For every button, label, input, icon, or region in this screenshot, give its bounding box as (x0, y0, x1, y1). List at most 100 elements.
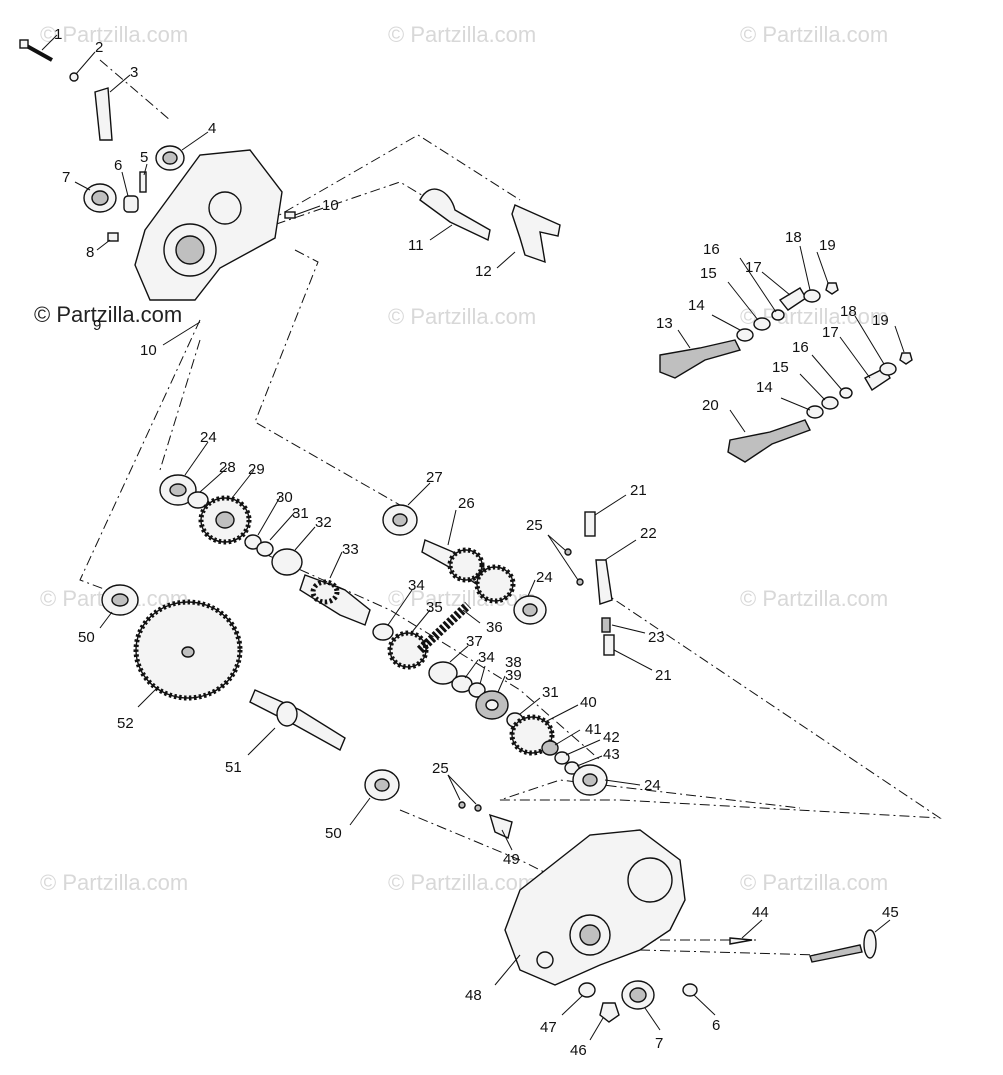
part-gear-35 (387, 630, 429, 670)
callout-5: 5 (140, 149, 148, 166)
part-bushing-6b (682, 983, 698, 997)
svg-text:© Partzilla.com: © Partzilla.com (740, 870, 888, 895)
callout-19: 19 (872, 312, 889, 329)
part-nut-19a (825, 282, 839, 295)
callout-18: 18 (785, 229, 802, 246)
part-plug-46 (599, 1002, 620, 1023)
watermark: © Partzilla.com (388, 22, 536, 47)
part-dog-39 (475, 690, 509, 720)
callout-10: 10 (140, 342, 157, 359)
callout-24: 24 (200, 429, 217, 446)
callout-7: 7 (655, 1035, 663, 1052)
callout-46: 46 (570, 1042, 587, 1059)
part-bearing-24a (159, 474, 197, 506)
watermark: © Partzilla.com (740, 870, 888, 895)
svg-text:© Partzilla.com: © Partzilla.com (40, 22, 188, 47)
callout-41: 41 (585, 721, 602, 738)
part-dipstick-45 (809, 929, 877, 963)
callout-11: 11 (408, 237, 424, 254)
part-gear-29 (198, 495, 252, 545)
part-dowel-10 (284, 211, 296, 219)
part-shift-shaft-20 (727, 419, 811, 463)
callout-29: 29 (248, 461, 265, 478)
callout-45: 45 (882, 904, 899, 921)
callout-37: 37 (466, 633, 483, 650)
part-ring-41 (541, 740, 559, 756)
callout-21: 21 (655, 667, 672, 684)
callout-17: 17 (745, 259, 762, 276)
svg-text:© Partzilla.com: © Partzilla.com (34, 302, 182, 327)
part-gear-40 (509, 714, 555, 756)
watermark: © Partzilla.com (388, 304, 536, 329)
callout-42: 42 (603, 729, 620, 746)
callout-10: 10 (322, 197, 339, 214)
callout-20: 20 (702, 397, 719, 414)
callout-15: 15 (700, 265, 717, 282)
callout-17: 17 (822, 324, 839, 341)
callout-33: 33 (342, 541, 359, 558)
callout-24: 24 (644, 777, 661, 794)
callout-14: 14 (688, 297, 705, 314)
part-plate-22 (595, 559, 613, 605)
callout-50: 50 (325, 825, 342, 842)
callout-26: 26 (458, 495, 475, 512)
watermark: © Partzilla.com (40, 870, 188, 895)
callout-24: 24 (536, 569, 553, 586)
callout-8: 8 (86, 244, 94, 261)
svg-text:© Partzilla.com: © Partzilla.com (388, 304, 536, 329)
callout-35: 35 (426, 599, 443, 616)
part-pin-25c (458, 801, 466, 809)
callout-47: 47 (540, 1019, 557, 1036)
part-spacer-32 (271, 548, 303, 576)
part-bracket-49 (488, 813, 513, 839)
watermark: © Partzilla.com (740, 22, 888, 47)
part-gear-52 (133, 599, 243, 701)
part-bearing-50b (364, 769, 400, 801)
callout-9: 9 (93, 317, 101, 334)
part-bearing-24c (572, 764, 608, 796)
part-pin-25b (576, 578, 584, 586)
part-shaft-26 (421, 539, 516, 604)
callout-4: 4 (208, 120, 216, 137)
part-detent-21b (603, 634, 615, 656)
watermark: © Partzilla.com (388, 870, 536, 895)
part-seal-4 (155, 145, 185, 171)
part-washer-38 (468, 682, 486, 698)
part-case-48 (504, 829, 686, 986)
callout-6: 6 (114, 157, 122, 174)
callout-36: 36 (486, 619, 503, 636)
callout-12: 12 (475, 263, 492, 280)
part-washer-14a (736, 328, 754, 342)
callout-32: 32 (315, 514, 332, 531)
watermark: © Partzilla.com (40, 22, 188, 47)
part-bushing-6 (123, 195, 139, 213)
svg-text:© Partzilla.com: © Partzilla.com (740, 22, 888, 47)
part-case-cover (134, 149, 283, 301)
part-ring-28 (187, 491, 209, 509)
callout-48: 48 (465, 987, 482, 1004)
part-dowel-47 (578, 982, 596, 998)
part-nut-19b (899, 352, 913, 365)
callout-16: 16 (792, 339, 809, 356)
callout-25: 25 (526, 517, 543, 534)
part-washer-18b (879, 362, 897, 376)
callout-21: 21 (630, 482, 647, 499)
part-seal-7b (621, 980, 655, 1010)
part-bolt-1 (19, 39, 53, 62)
part-washer-42 (554, 751, 570, 765)
callout-14: 14 (756, 379, 773, 396)
callout-19: 19 (819, 237, 836, 254)
watermark-dark: © Partzilla.com (34, 302, 182, 327)
part-pin-25a (564, 548, 572, 556)
callout-43: 43 (603, 746, 620, 763)
svg-text:© Partzilla.com: © Partzilla.com (388, 22, 536, 47)
callout-30: 30 (276, 489, 293, 506)
part-bearing-24b (513, 595, 547, 625)
callout-44: 44 (752, 904, 769, 921)
svg-text:© Partzilla.com: © Partzilla.com (40, 870, 188, 895)
part-shift-shaft-13 (659, 339, 742, 379)
leader-lines (41, 34, 905, 1041)
callout-51: 51 (225, 759, 242, 776)
callout-3: 3 (130, 64, 138, 81)
